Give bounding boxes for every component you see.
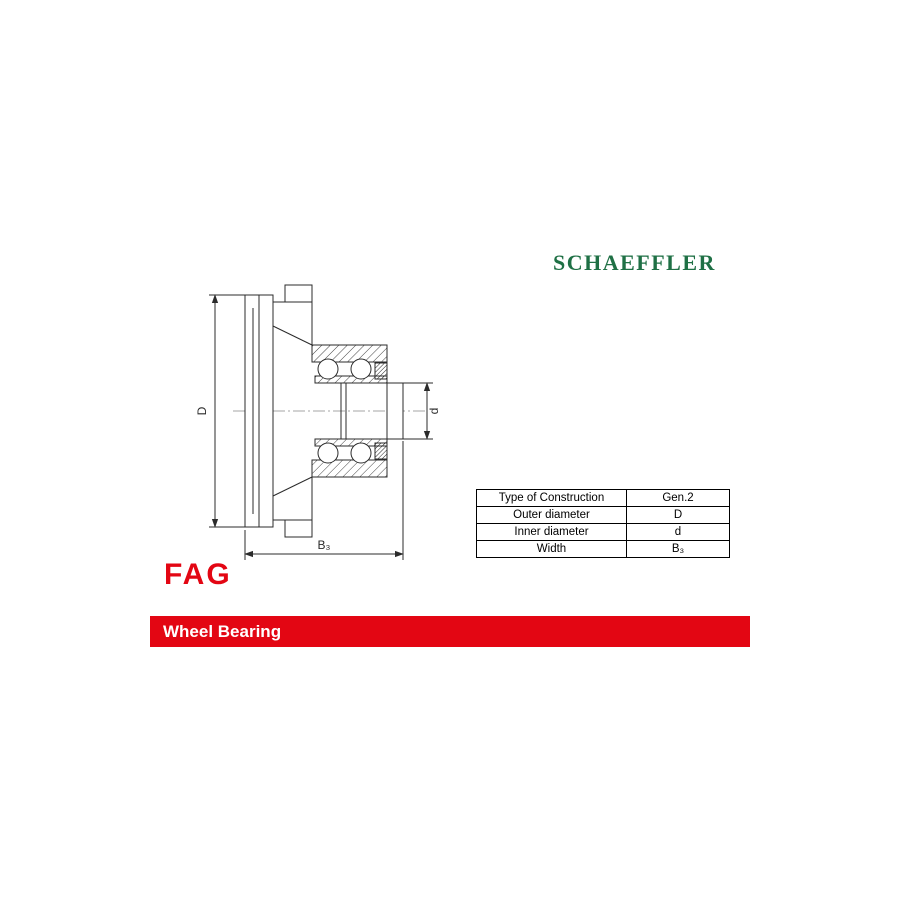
schaeffler-logo: SCHAEFFLER xyxy=(553,250,716,275)
fag-logo: FAG xyxy=(164,558,232,591)
seal-top xyxy=(374,362,388,380)
spec-value: d xyxy=(626,523,730,541)
banner-title: Wheel Bearing xyxy=(163,622,282,641)
spec-row: Inner diameter d xyxy=(476,523,730,541)
spec-row: Outer diameter D xyxy=(476,506,730,524)
ball xyxy=(350,442,372,464)
pilot-bottom xyxy=(284,519,313,538)
ball xyxy=(317,442,339,464)
ball xyxy=(317,358,339,380)
outer-ring-bottom xyxy=(311,459,388,478)
dimension-label-inner-diameter: d xyxy=(427,408,441,415)
spec-value: B₃ xyxy=(626,540,730,558)
pilot-top xyxy=(284,284,313,303)
wheel-bearing-banner: Wheel Bearing xyxy=(150,616,750,647)
dimension-label-outer-diameter: D xyxy=(195,406,209,415)
spec-table: Type of Construction Gen.2 Outer diamete… xyxy=(476,489,730,558)
spec-value: Gen.2 xyxy=(626,489,730,507)
spec-label: Inner diameter xyxy=(476,523,627,541)
spec-label: Outer diameter xyxy=(476,506,627,524)
dimension-label-width: B₃ xyxy=(318,538,331,552)
spec-row: Width B₃ xyxy=(476,540,730,558)
spec-label: Width xyxy=(476,540,627,558)
spec-row: Type of Construction Gen.2 xyxy=(476,489,730,507)
ball xyxy=(350,358,372,380)
spec-label: Type of Construction xyxy=(476,489,627,507)
spec-value: D xyxy=(626,506,730,524)
seal-bottom xyxy=(374,442,388,460)
technical-drawing: D d B₃ xyxy=(195,284,441,560)
outer-ring-top xyxy=(311,344,388,363)
inner-ring-end xyxy=(386,382,404,440)
